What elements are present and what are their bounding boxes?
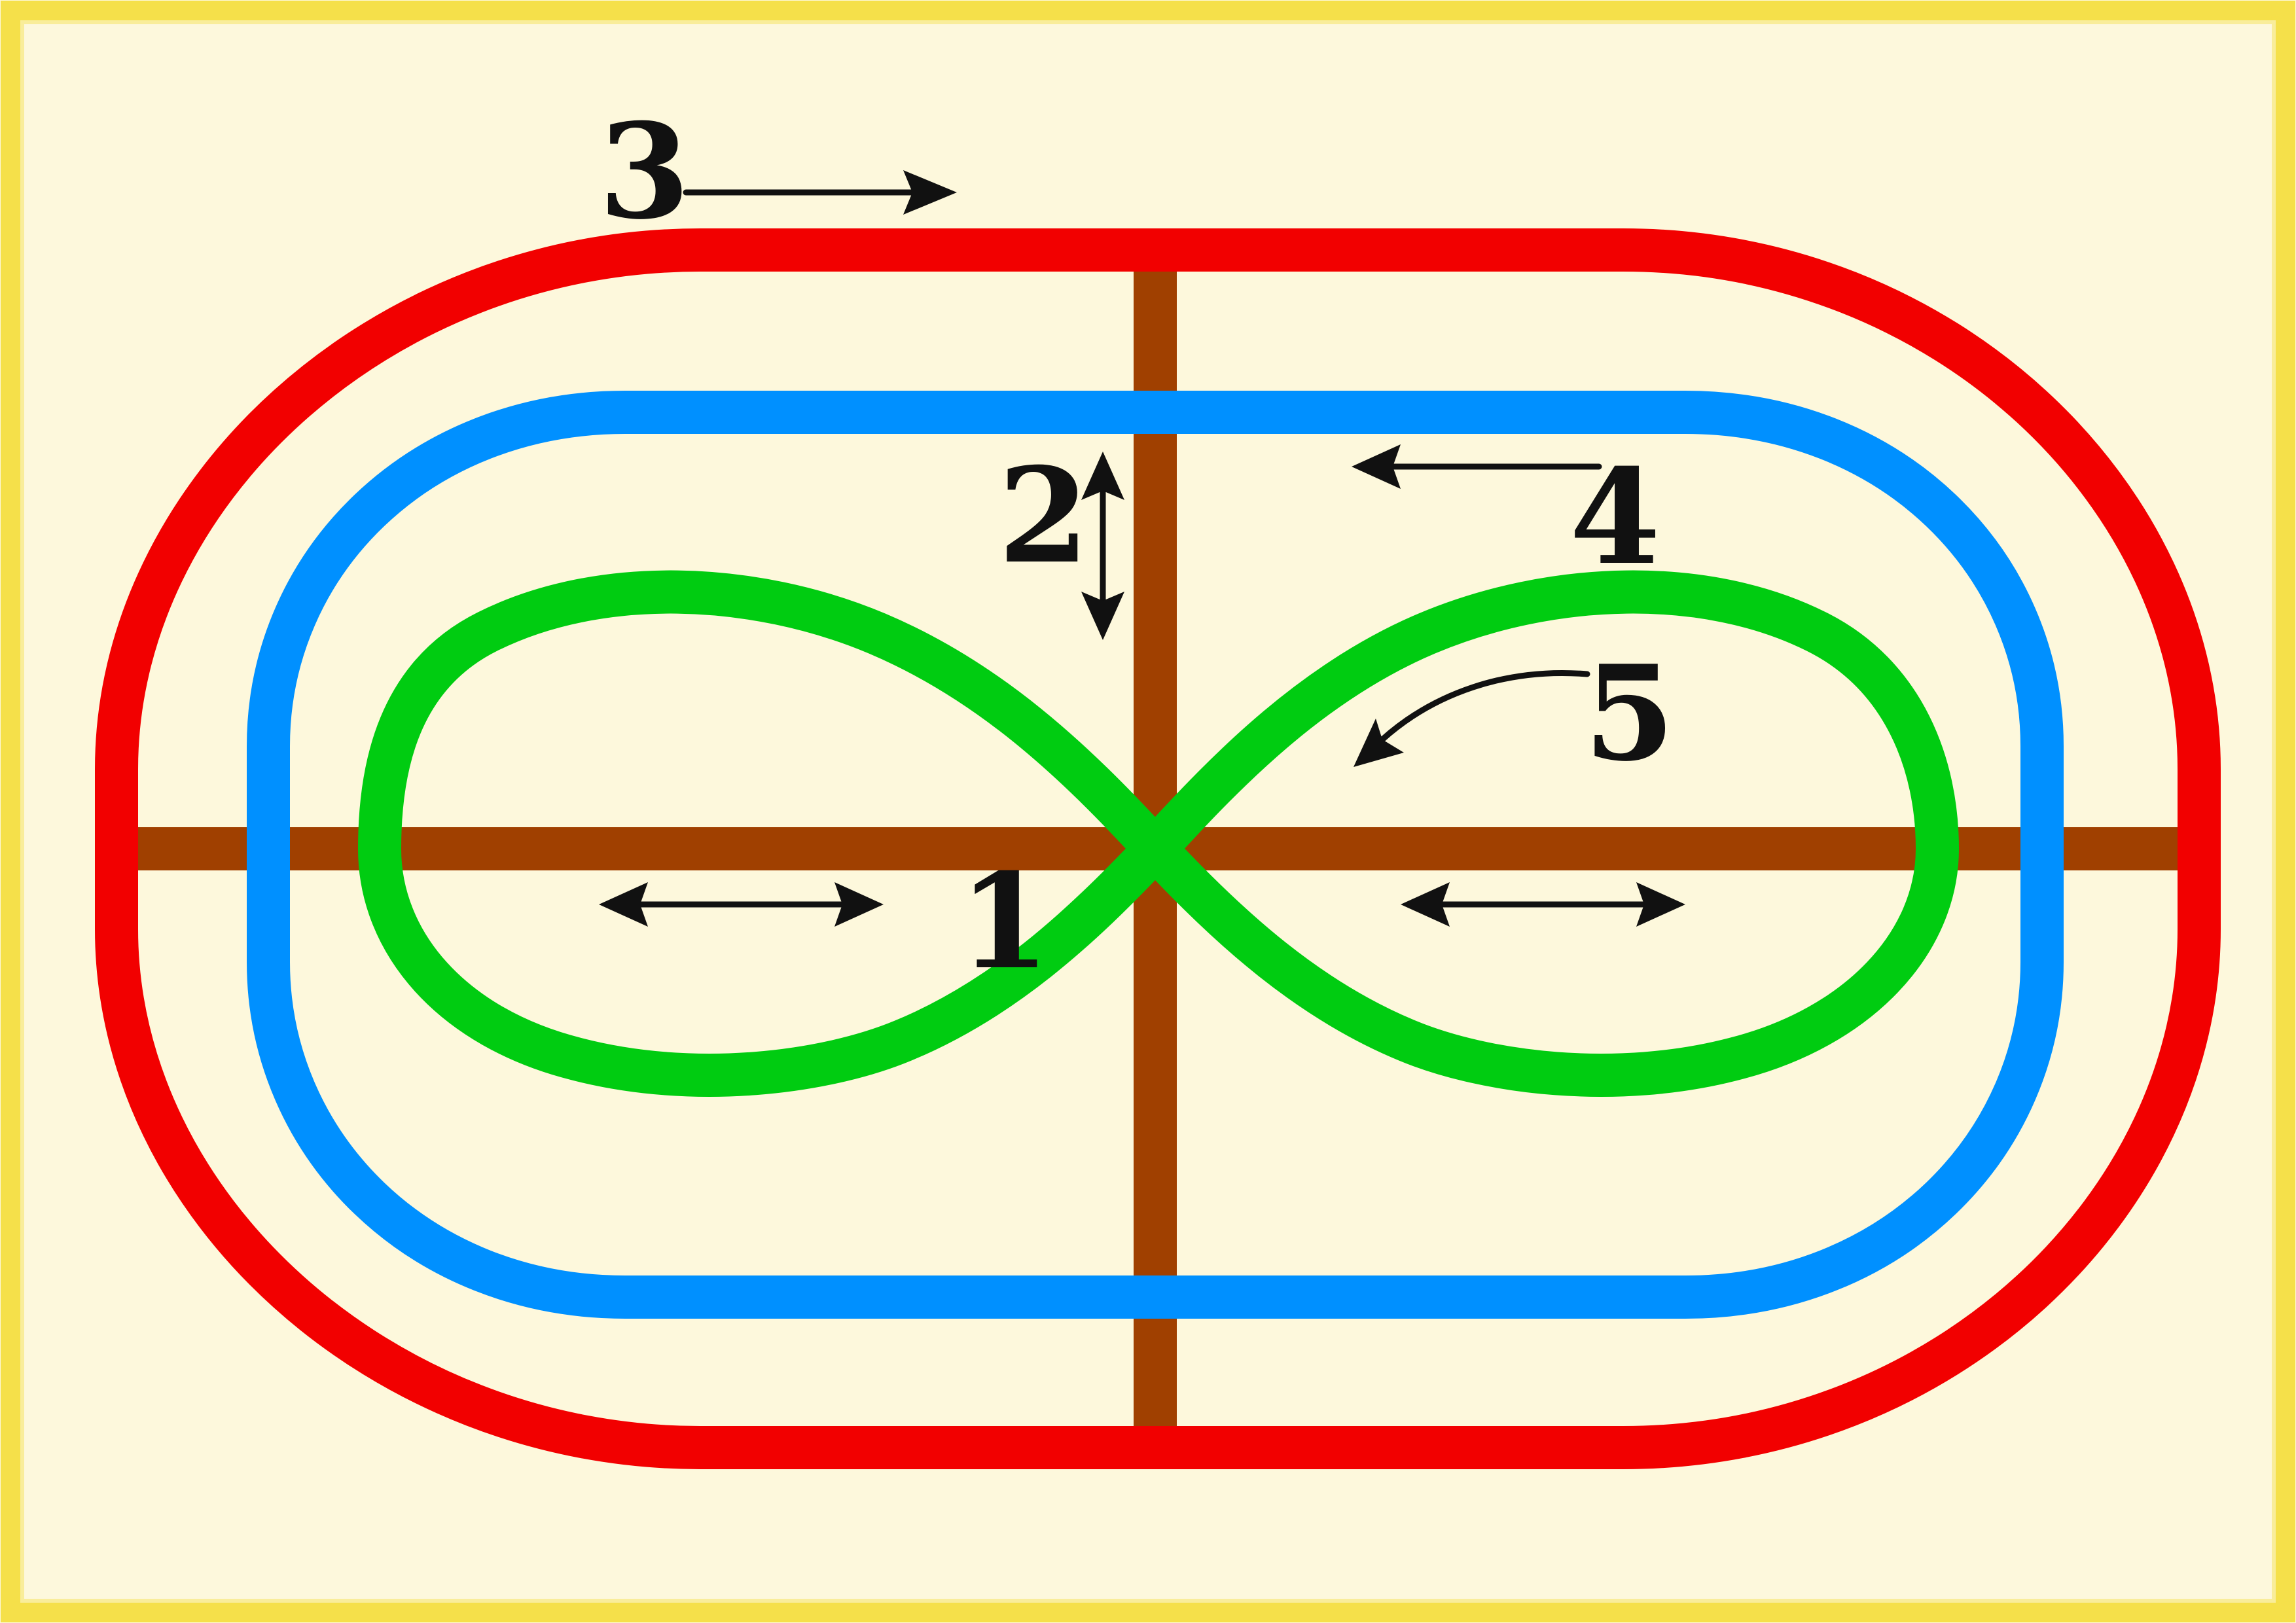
label-four: 4	[1570, 440, 1660, 594]
figure-eight-track	[358, 570, 1959, 1097]
arrow-three-right	[683, 170, 957, 215]
arrow-five-curved	[1354, 669, 1590, 767]
arrow-right-horizontal	[1401, 882, 1685, 927]
label-three: 3	[599, 95, 690, 249]
label-five: 5	[1584, 637, 1675, 791]
outer-oval-track	[95, 228, 2221, 1469]
label-one: 1	[959, 845, 1050, 999]
label-two: 2	[998, 439, 1089, 593]
inner-oval-track	[247, 391, 2064, 1319]
arrow-two-vertical	[1081, 452, 1124, 640]
arrow-four-left	[1352, 444, 1602, 489]
arrow-one-horizontal	[599, 882, 884, 927]
frame-inner-line	[20, 20, 2276, 1603]
